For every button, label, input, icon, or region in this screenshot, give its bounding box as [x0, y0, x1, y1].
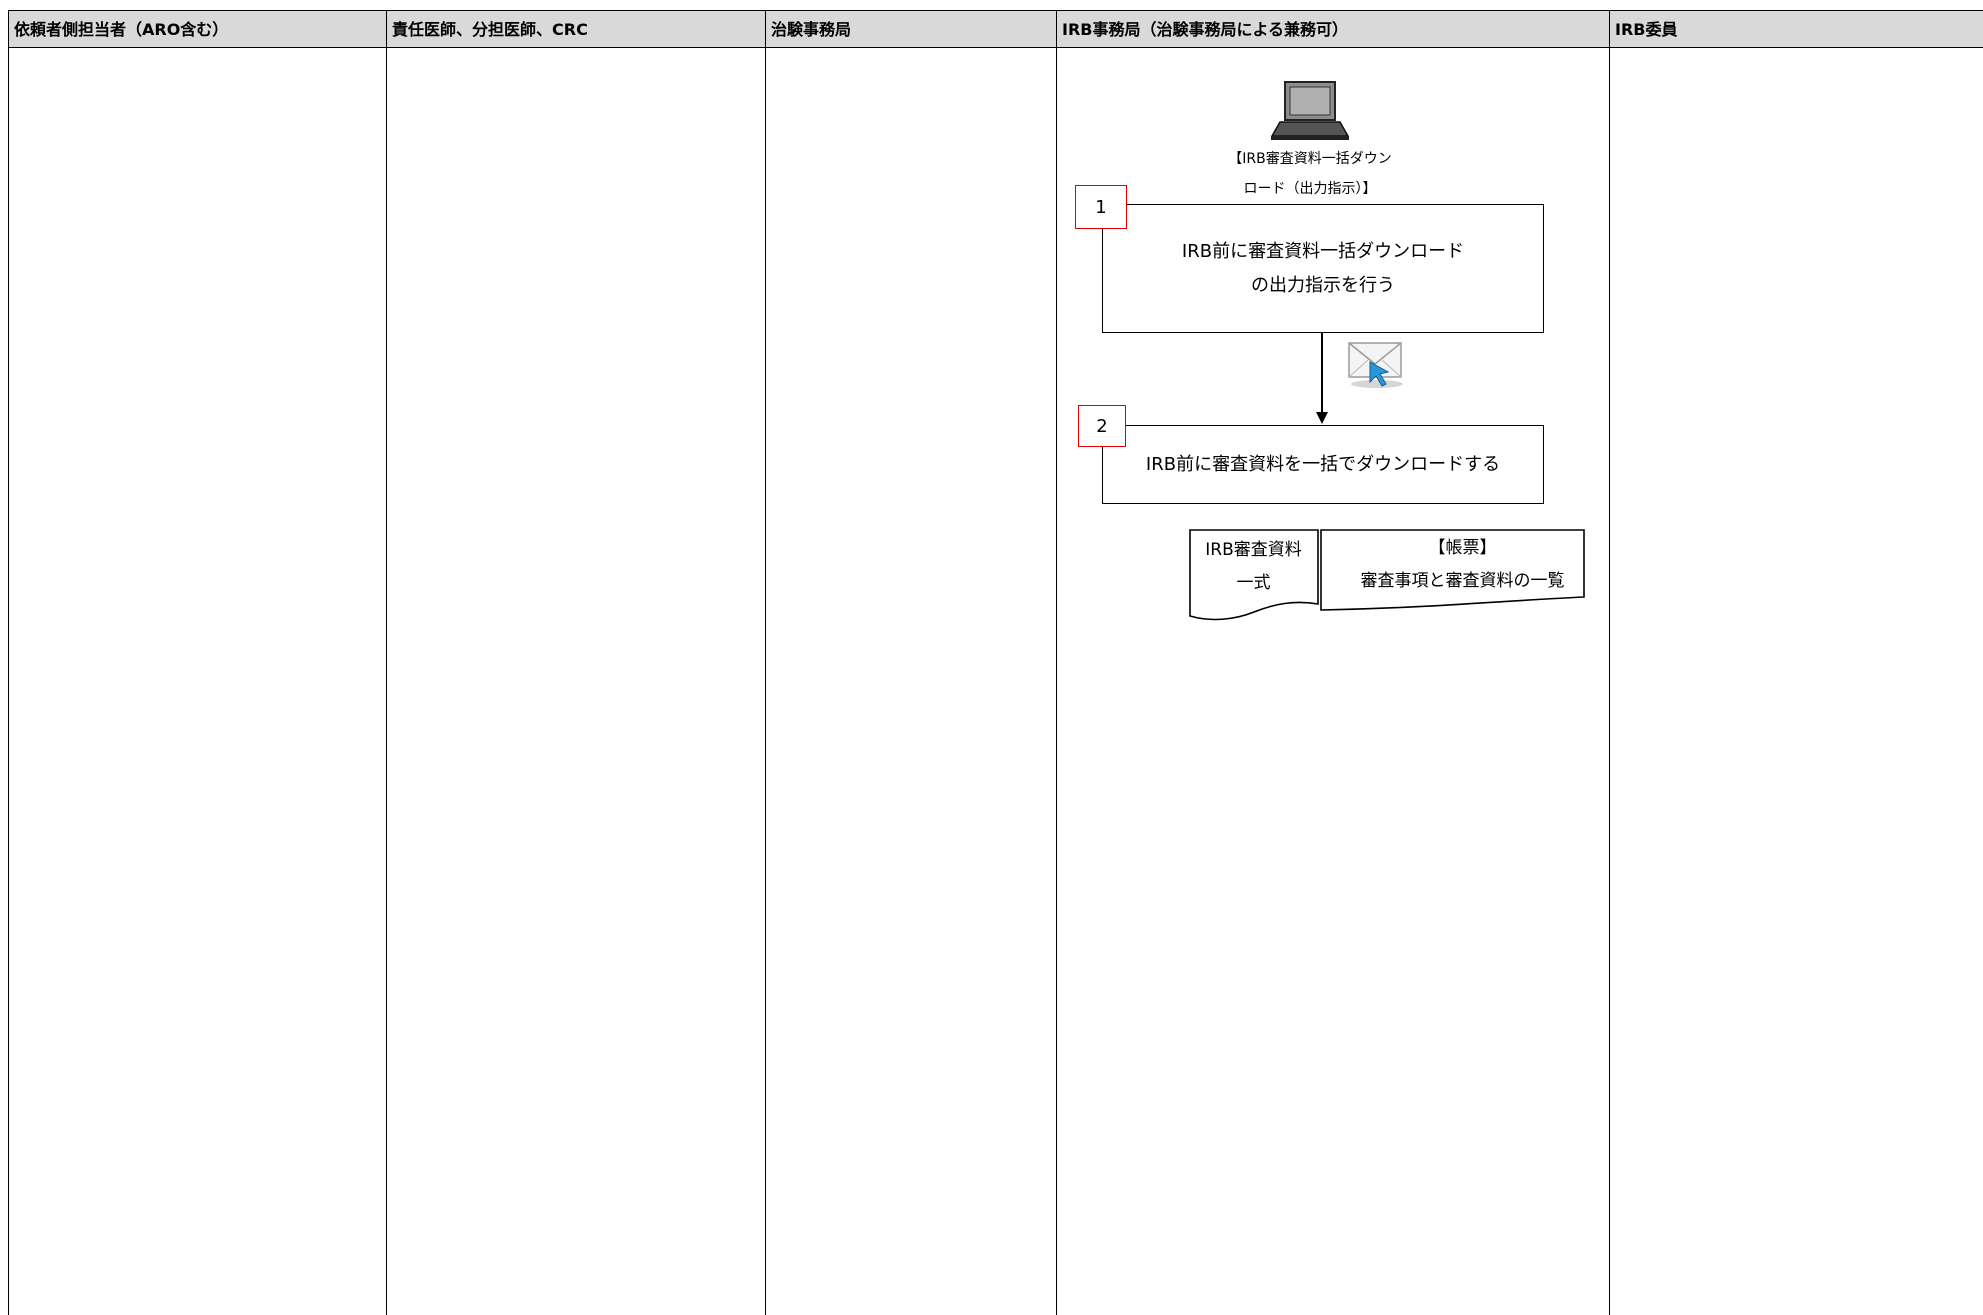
lane-trial-office: [766, 48, 1057, 1315]
computer-label: 【IRB審査資料一括ダウン ロード（出力指示）】: [1190, 144, 1430, 204]
lane-header-sponsor: 依頼者側担当者（ARO含む）: [8, 10, 387, 48]
process-step-1-line1: IRB前に審査資料一括ダウンロード: [1181, 240, 1465, 262]
lane-header-label: IRB事務局（治験事務局による兼務可）: [1062, 20, 1348, 39]
process-step-1-line2: の出力指示を行う: [1250, 274, 1395, 296]
lane-header-irb-member: IRB委員: [1610, 10, 1983, 48]
lane-header-label: IRB委員: [1615, 20, 1678, 39]
document-form-list-line1: 【帳票】: [1428, 538, 1497, 558]
document-irb-materials-line1: IRB審査資料: [1205, 540, 1302, 560]
document-irb-materials: IRB審査資料 一式: [1189, 534, 1318, 600]
email-icon: [1348, 342, 1403, 388]
lane-irb-member: [1610, 48, 1983, 1315]
lane-sponsor: [8, 48, 387, 1315]
document-form-list-shape: [1320, 529, 1585, 611]
lane-header-label: 治験事務局: [771, 20, 852, 39]
document-irb-materials-shape: [1189, 529, 1319, 621]
process-step-1: IRB前に審査資料一括ダウンロード の出力指示を行う: [1102, 204, 1544, 333]
laptop-icon: [1270, 81, 1350, 140]
lane-investigator: [387, 48, 766, 1315]
step-number-2: 2: [1078, 405, 1126, 447]
document-shapes: [1189, 529, 1585, 621]
lane-header-label: 依頼者側担当者（ARO含む）: [14, 20, 229, 39]
flow-arrow: [1316, 333, 1328, 424]
process-step-2: IRB前に審査資料を一括でダウンロードする: [1102, 425, 1544, 504]
step-number-1: 1: [1075, 185, 1127, 229]
lane-header-label: 責任医師、分担医師、CRC: [392, 20, 588, 39]
lane-header-investigator: 責任医師、分担医師、CRC: [387, 10, 766, 48]
computer-label-line2: ロード（出力指示）】: [1243, 181, 1377, 197]
lane-header-irb-office: IRB事務局（治験事務局による兼務可）: [1057, 10, 1610, 48]
computer-label-line1: 【IRB審査資料一括ダウン: [1228, 151, 1392, 167]
document-form-list: 【帳票】 審査事項と審査資料の一覧: [1331, 532, 1594, 598]
lane-header-trial-office: 治験事務局: [766, 10, 1057, 48]
process-step-2-line1: IRB前に審査資料を一括でダウンロードする: [1145, 453, 1501, 475]
document-form-list-line2: 審査事項と審査資料の一覧: [1360, 571, 1565, 591]
lane-irb-office: [1057, 48, 1610, 1315]
document-irb-materials-line2: 一式: [1236, 573, 1271, 593]
